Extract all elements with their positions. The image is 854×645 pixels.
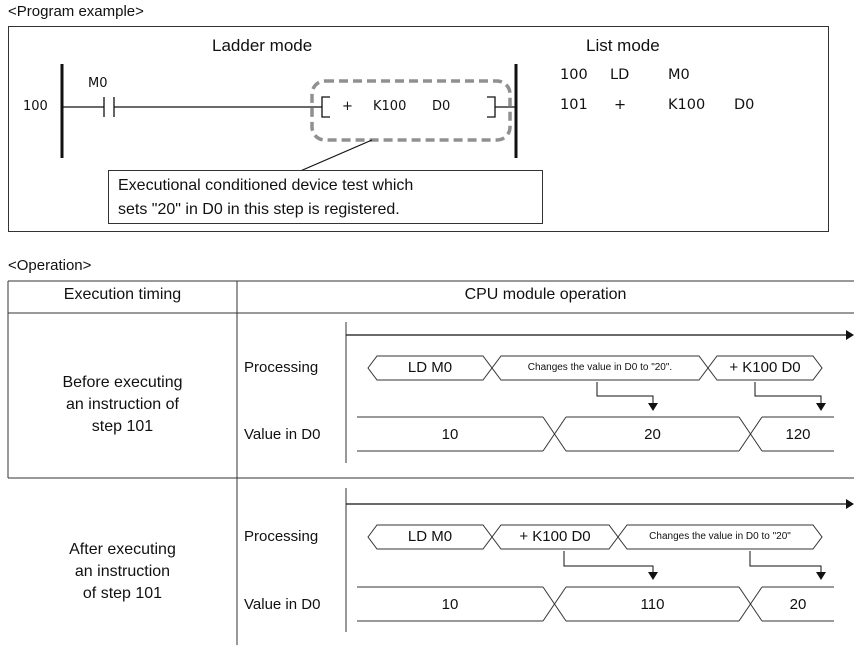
ladder-instr-arg2: D0 [432,99,451,114]
value-in-d0-label: Value in D0 [244,596,321,613]
proc-step-text: LD M0 [407,359,453,376]
header-cpu-operation: CPU module operation [464,286,627,303]
ladder-instr-op: + [342,99,353,114]
instruction-highlight [310,79,512,142]
processing-label: Processing [244,528,319,545]
list-instr: + [614,97,627,113]
operation-title: <Operation> [8,257,92,274]
note-line: Executional conditioned device test whic… [118,177,414,194]
timing-label-before: Before executing an instruction of step … [62,374,183,435]
ladder-step-number: 100 [23,99,48,114]
d0-value: 110 [640,596,665,613]
list-mode-title: List mode [586,36,660,55]
note-box: Executional conditioned device test whic… [108,170,543,224]
ladder-diagram [60,64,518,173]
proc-step-text: + K100 D0 [519,528,591,545]
list-arg1: K100 [668,97,706,113]
d0-value: 20 [644,426,661,443]
d0-value: 120 [785,426,811,443]
proc-step-text: LD M0 [407,528,453,545]
d0-value: 10 [441,426,459,443]
proc-step-text: + K100 D0 [729,359,801,376]
list-step: 100 [560,67,588,83]
processing-label: Processing [244,359,319,376]
timing-label-after: After executing an instruction of step 1… [69,541,176,602]
list-arg1: M0 [668,67,690,83]
proc-step-text: Changes the value in D0 to "20". [527,362,673,373]
timing-chart-row2 [345,488,854,632]
header-execution-timing: Execution timing [63,286,182,303]
timing-chart-row1 [345,322,854,463]
d0-value: 20 [789,596,807,613]
proc-step-text: Changes the value in D0 to "20" [649,531,791,542]
program-example-box [8,26,829,232]
contact-m0-symbol [103,97,115,117]
callout-pointer [297,139,373,173]
ladder-instr-arg1: K100 [373,99,407,114]
list-step: 101 [560,97,588,113]
list-instr: LD [610,67,630,83]
ladder-mode-title: Ladder mode [212,36,313,55]
instruction-brackets [321,96,496,118]
program-example-title: <Program example> [8,3,144,20]
d0-value: 10 [441,596,459,613]
value-in-d0-label: Value in D0 [244,426,321,443]
note-line: sets "20" in D0 in this step is register… [118,201,400,218]
list-arg2: D0 [734,97,755,113]
ladder-contact-label: M0 [88,76,108,91]
